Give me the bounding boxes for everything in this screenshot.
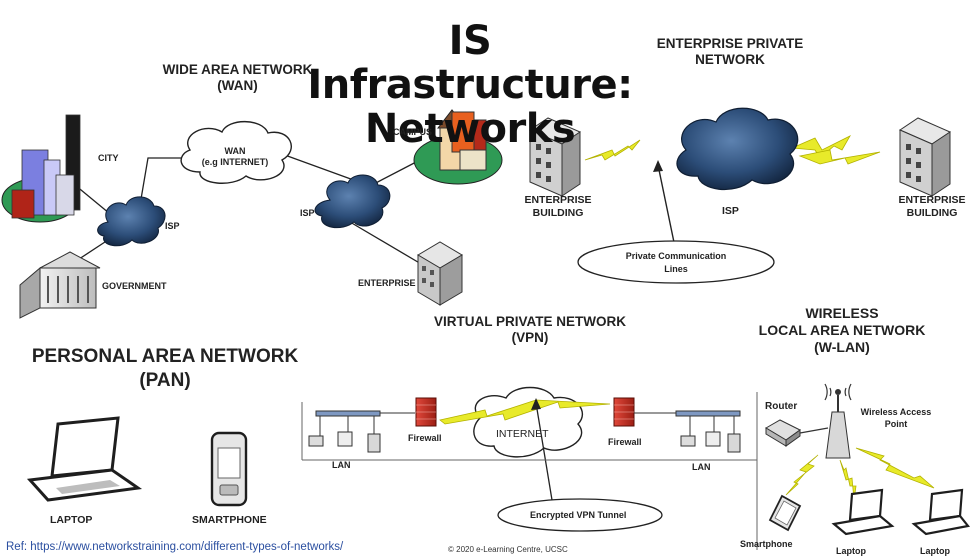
wan-links <box>69 153 429 269</box>
wlan-smartphone-icon <box>768 494 802 532</box>
city-label: CITY <box>98 153 119 163</box>
government-building-icon <box>19 251 101 319</box>
vpn-firewall-left-icon <box>415 397 437 427</box>
isp-left-label: ISP <box>165 221 180 231</box>
epn-heading: ENTERPRISE PRIVATE NETWORK <box>640 36 820 68</box>
pan-heading: PERSONAL AREA NETWORK (PAN) <box>20 345 310 393</box>
wlan-laptop-2-label: Laptop <box>920 546 950 556</box>
wan-cloud-label: WAN (e.g INTERNET) <box>195 146 275 168</box>
wan-heading-line-2: (WAN) <box>217 78 258 93</box>
copyright-text: © 2020 e-Learning Centre, UCSC <box>448 545 568 554</box>
vpn-lan-right-label: LAN <box>692 462 711 472</box>
wlan-heading-line-2: LOCAL AREA NETWORK <box>758 322 926 338</box>
wan-cloud-icon <box>180 121 292 184</box>
enterprise-label: ENTERPRISE <box>358 278 416 288</box>
campus-icon <box>413 109 503 185</box>
vpn-callout <box>497 398 663 532</box>
epn-building-left-label-line-1: ENTERPRISE <box>524 194 592 206</box>
vpn-firewall-right-label: Firewall <box>608 437 642 447</box>
wlan-heading-line-1: WIRELESS <box>805 305 879 321</box>
wlan-access-point-line-2: Point <box>884 419 908 429</box>
epn-building-left-label-line-2: BUILDING <box>532 207 584 219</box>
pan-laptop-label: LAPTOP <box>50 514 93 526</box>
pan-heading-line-1: PERSONAL AREA NETWORK <box>31 346 299 367</box>
wan-cloud-label-line-1: WAN <box>224 146 246 156</box>
pan-laptop-icon <box>26 416 143 502</box>
wan-heading: WIDE AREA NETWORK (WAN) <box>150 62 325 94</box>
campus-label: CAMPUS <box>393 127 433 137</box>
epn-callout-line-2: Lines <box>664 264 688 274</box>
vpn-heading-line-1: VIRTUAL PRIVATE NETWORK <box>434 314 626 329</box>
epn-building-left-label: ENTERPRISE BUILDING <box>523 194 593 220</box>
isp-cloud-left-icon <box>97 196 166 247</box>
vpn-firewall-left-label: Firewall <box>408 433 442 443</box>
epn-callout-line-1: Private Communication <box>625 251 727 261</box>
vpn-separator <box>301 392 758 550</box>
epn-building-right-label: ENTERPRISE BUILDING <box>897 194 967 220</box>
enterprise-building-icon <box>417 241 463 306</box>
wlan-heading: WIRELESS LOCAL AREA NETWORK (W-LAN) <box>742 305 942 356</box>
vpn-heading-line-2: (VPN) <box>511 330 549 345</box>
wlan-laptop-1-label: Laptop <box>836 546 866 556</box>
vpn-internet-label: INTERNET <box>496 428 549 440</box>
wlan-router-icon <box>765 419 829 447</box>
isp-cloud-right-icon <box>314 174 391 229</box>
wlan-heading-line-3: (W-LAN) <box>814 339 870 355</box>
wlan-laptop-2-icon <box>911 488 970 536</box>
pan-smartphone-icon <box>210 431 248 507</box>
epn-building-right-icon <box>898 117 952 197</box>
reference-link[interactable]: Ref: https://www.networkstraining.com/di… <box>6 541 344 553</box>
wan-heading-line-1: WIDE AREA NETWORK <box>162 62 313 77</box>
title-line-1: IS Infrastructure: <box>307 18 633 108</box>
pan-heading-line-2: (PAN) <box>139 370 191 391</box>
epn-building-left-icon <box>528 117 582 197</box>
epn-callout <box>577 160 775 284</box>
isp-right-label: ISP <box>300 208 315 218</box>
epn-heading-line-1: ENTERPRISE PRIVATE <box>656 36 804 51</box>
epn-isp-label: ISP <box>722 205 739 217</box>
vpn-heading: VIRTUAL PRIVATE NETWORK (VPN) <box>410 314 650 346</box>
pan-smartphone-label: SMARTPHONE <box>192 514 267 526</box>
wlan-access-point-label: Wireless Access Point <box>856 406 936 430</box>
epn-building-right-label-line-1: ENTERPRISE <box>898 194 966 206</box>
title-line-2: Networks <box>364 106 576 152</box>
epn-heading-line-2: NETWORK <box>695 52 765 67</box>
epn-isp-cloud-icon <box>676 107 799 191</box>
wlan-router-label: Router <box>765 401 798 412</box>
epn-lightning <box>584 135 881 165</box>
wlan-access-point-line-1: Wireless Access <box>860 407 932 417</box>
wlan-lightning <box>785 447 935 501</box>
vpn-tunnel-label: Encrypted VPN Tunnel <box>530 510 627 520</box>
wlan-smartphone-label: Smartphone <box>740 539 793 549</box>
page-title: IS Infrastructure: Networks <box>300 19 640 151</box>
vpn-lan-right-icon <box>634 410 741 453</box>
wlan-laptop-1-icon <box>831 488 895 536</box>
vpn-lightning <box>439 399 611 425</box>
wlan-access-point-icon <box>824 383 852 459</box>
vpn-lan-left-icon <box>308 410 415 453</box>
epn-callout-label: Private Communication Lines <box>596 250 756 276</box>
government-label: GOVERNMENT <box>102 281 167 291</box>
wan-cloud-label-line-2: (e.g INTERNET) <box>201 157 269 167</box>
epn-building-right-label-line-2: BUILDING <box>906 207 958 219</box>
city-icon <box>1 114 81 223</box>
vpn-internet-cloud-icon <box>473 386 584 458</box>
vpn-firewall-right-icon <box>613 397 635 427</box>
vpn-lan-left-label: LAN <box>332 460 351 470</box>
